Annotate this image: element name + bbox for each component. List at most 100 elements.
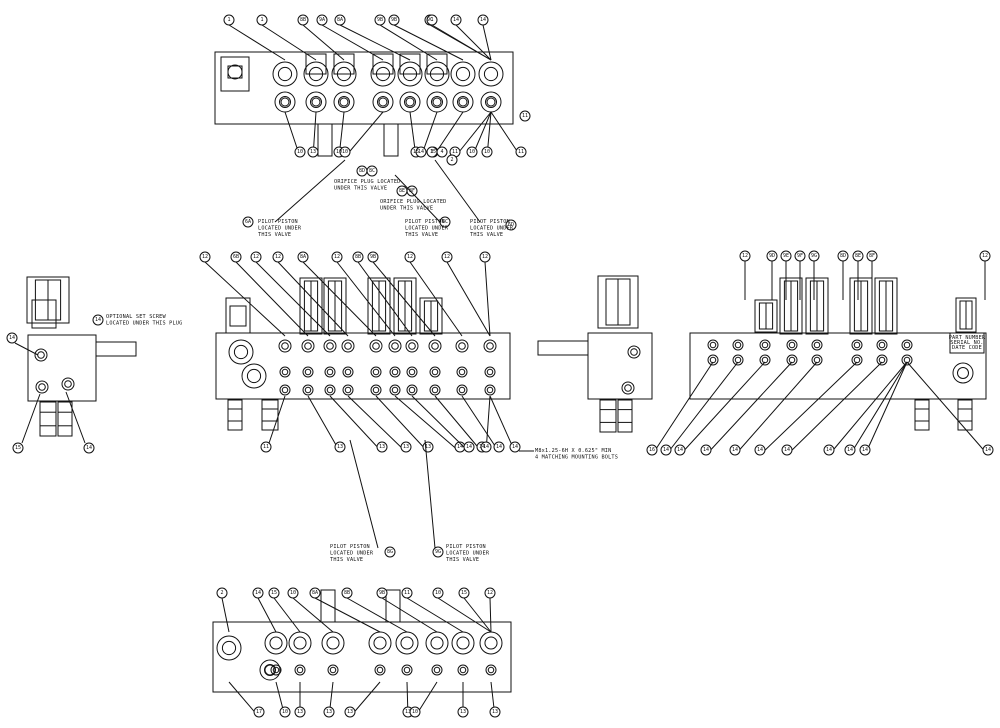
- port-inner: [38, 383, 46, 391]
- callout-bubble: [519, 110, 531, 122]
- port-inner: [458, 386, 466, 394]
- callout-number: 14: [862, 447, 868, 453]
- port-bore: [451, 631, 475, 655]
- port-inner: [344, 342, 352, 350]
- solenoid-coil: [955, 297, 977, 333]
- callout-bubble: [477, 14, 489, 26]
- callout-number: 8A: [300, 254, 306, 260]
- leader-line: [393, 24, 464, 61]
- callout-number: 9A: [319, 17, 325, 23]
- adjust-screw: [432, 97, 442, 107]
- leader-line: [482, 24, 492, 61]
- callout-number: 14: [86, 445, 92, 451]
- port-inner: [487, 666, 495, 674]
- pilot-piston-note: THIS VALVE: [330, 557, 363, 563]
- pilot-piston-note: THIS VALVE: [446, 557, 479, 563]
- port-inner: [455, 66, 471, 82]
- leader-line: [406, 597, 464, 633]
- top-solenoid-connector: [220, 56, 250, 92]
- pilot-piston-note: THIS VALVE: [258, 232, 291, 238]
- valve-hex: [333, 53, 355, 75]
- port-bore: [732, 339, 744, 351]
- leader-line: [221, 597, 230, 633]
- pilot-piston-note: LOCATED UNDER: [446, 551, 490, 557]
- port-bore: [431, 664, 443, 676]
- callout-number: 9B: [370, 254, 376, 260]
- callout-bubble: [268, 587, 280, 599]
- port-bore: [851, 339, 863, 351]
- port-inner: [246, 368, 262, 384]
- cartridge-body: [39, 401, 57, 437]
- port-bore: [428, 339, 442, 353]
- port-bore: [294, 664, 306, 676]
- port-inner: [37, 351, 45, 359]
- solenoid-coil: [597, 275, 639, 329]
- callout-number: 1: [227, 17, 230, 23]
- callout-number: 12: [444, 254, 450, 260]
- port-bore: [952, 362, 974, 384]
- callout-number: 12: [742, 253, 748, 259]
- port-bore: [272, 61, 298, 87]
- set-screw-note: LOCATED UNDER THIS PLUG: [106, 321, 182, 327]
- callout-number: 10: [435, 590, 441, 596]
- port-bore: [401, 664, 413, 676]
- callout-number: 8B: [355, 254, 361, 260]
- callout-number: 14: [677, 447, 683, 453]
- port-inner: [377, 96, 389, 108]
- callout-number: 15: [461, 590, 467, 596]
- port-inner: [483, 66, 499, 82]
- callout-number: 14: [496, 444, 502, 450]
- callout-number: 8C: [369, 168, 375, 174]
- callout-number: 8D: [840, 253, 846, 259]
- leader-line: [434, 395, 483, 453]
- port-bore: [302, 384, 314, 396]
- port-bore: [270, 664, 282, 676]
- port-bore: [331, 61, 357, 87]
- callout-number: 12: [253, 254, 259, 260]
- callout-bubble: [441, 251, 453, 263]
- callout-bubble: [450, 14, 462, 26]
- callout-number: 14: [847, 447, 853, 453]
- port-bore: [274, 91, 296, 113]
- port-bore: [342, 366, 354, 378]
- callout-bubble: [339, 146, 351, 158]
- port-inner: [269, 636, 283, 650]
- callout-number: 14: [483, 444, 489, 450]
- port-bore: [327, 664, 339, 676]
- callout-number: 14: [255, 590, 261, 596]
- port-inner: [281, 386, 289, 394]
- adjust-screw: [311, 97, 321, 107]
- callout-bubble: [844, 444, 856, 456]
- port-inner: [326, 386, 334, 394]
- callout-number: 11: [452, 149, 458, 155]
- port-bore: [241, 363, 267, 389]
- right-manifold-block: [689, 332, 987, 400]
- callout-number: 13: [310, 149, 316, 155]
- port-bore: [485, 664, 497, 676]
- callout-number: 13: [492, 709, 498, 715]
- callout-number: 8E: [399, 188, 405, 194]
- port-inner: [486, 342, 494, 350]
- callout-bubble: [515, 146, 527, 158]
- solenoid-coil: [419, 297, 443, 335]
- callout-bubble: [331, 251, 343, 263]
- leader-line: [204, 261, 286, 337]
- port-inner: [878, 356, 886, 364]
- solenoid-window: [229, 305, 247, 327]
- pilot-piston-note: LOCATED UNDER: [330, 551, 374, 557]
- callout-bubble: [344, 706, 356, 718]
- port-inner: [486, 368, 494, 376]
- callout-bubble: [646, 444, 658, 456]
- callout-bubble: [852, 250, 864, 262]
- port-bore: [389, 366, 401, 378]
- left-manifold-block: [27, 334, 97, 402]
- leader-line: [336, 261, 396, 337]
- port-inner: [221, 640, 237, 656]
- solenoid-coil: [874, 277, 898, 335]
- leader-line: [273, 597, 301, 633]
- leader-line: [346, 597, 408, 633]
- front-manifold-block: [215, 332, 511, 400]
- callout-number: 15: [271, 590, 277, 596]
- callout-bubble: [279, 706, 291, 718]
- callout-bubble: [466, 146, 478, 158]
